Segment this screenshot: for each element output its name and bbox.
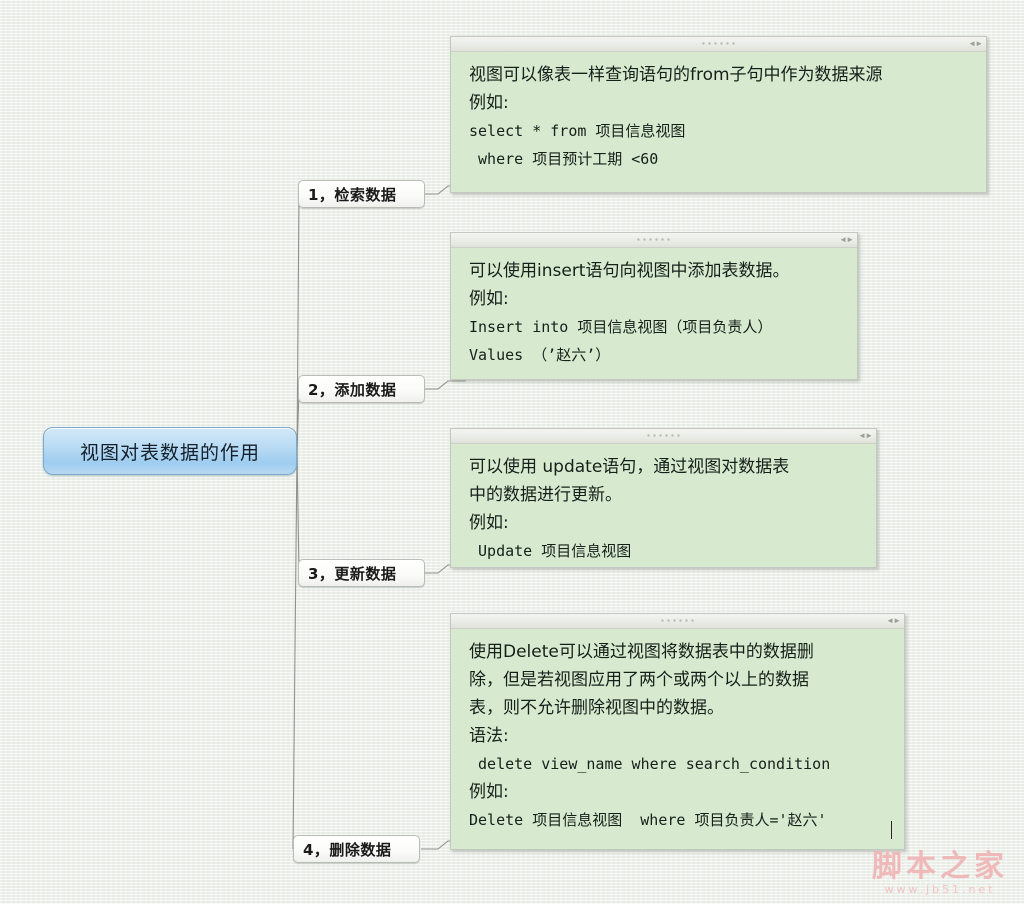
watermark-url: www.jb51.net: [884, 883, 996, 896]
resize-handle-icon[interactable]: ◄►: [858, 431, 873, 440]
note-line: Insert into 项目信息视图（项目负责人）: [469, 318, 773, 336]
note-box-1-body: 视图可以像表一样查询语句的from子句中作为数据来源 例如: select * …: [451, 52, 986, 192]
note-box-2-body: 可以使用insert语句向视图中添加表数据。 例如: Insert into 项…: [451, 248, 857, 379]
note-box-3-header[interactable]: ◄►: [451, 429, 876, 444]
watermark: 脚本之家 www.jb51.net: [872, 849, 1008, 897]
grip-dots-icon: [637, 237, 671, 243]
branch-node-4-label: 4，删除数据: [303, 840, 392, 859]
note-line: 例如:: [469, 782, 509, 802]
note-line: Delete 项目信息视图 where 项目负责人='赵六': [469, 811, 827, 829]
watermark-title: 脚本之家: [872, 849, 1008, 884]
note-line: Values （’赵六’）: [469, 346, 611, 364]
note-box-3-body: 可以使用 update语句，通过视图对数据表 中的数据进行更新。 例如: Upd…: [451, 444, 876, 567]
edge-branch-2-to-note: [425, 380, 466, 390]
branch-node-3[interactable]: 3，更新数据: [298, 559, 425, 587]
branch-node-1-label: 1，检索数据: [308, 185, 397, 204]
resize-handle-icon[interactable]: ◄►: [968, 39, 983, 48]
branch-node-4[interactable]: 4，删除数据: [293, 835, 420, 863]
note-line: delete view_name where search_condition: [469, 755, 831, 773]
resize-handle-icon[interactable]: ◄►: [886, 616, 901, 625]
note-line: 表，则不允许删除视图中的数据。: [469, 698, 724, 718]
note-box-4[interactable]: ◄► 使用Delete可以通过视图将数据表中的数据删 除，但是若视图应用了两个或…: [450, 613, 905, 850]
note-line: 除，但是若视图应用了两个或两个以上的数据: [469, 670, 809, 690]
grip-dots-icon: [646, 433, 681, 439]
note-line: 视图可以像表一样查询语句的from子句中作为数据来源: [469, 65, 883, 85]
note-line: 例如:: [469, 513, 509, 533]
branch-node-1[interactable]: 1，检索数据: [298, 180, 425, 208]
text-caret: [891, 821, 892, 839]
note-box-2-header[interactable]: ◄►: [451, 233, 857, 248]
note-line: 例如:: [469, 93, 509, 113]
resize-handle-icon[interactable]: ◄►: [839, 235, 854, 244]
note-box-1[interactable]: ◄► 视图可以像表一样查询语句的from子句中作为数据来源 例如: select…: [450, 36, 987, 193]
note-line: 中的数据进行更新。: [469, 485, 622, 505]
note-box-4-header[interactable]: ◄►: [451, 614, 904, 629]
root-node[interactable]: 视图对表数据的作用: [43, 427, 297, 475]
edge-root-to-branch-1: [296, 194, 300, 452]
note-box-1-header[interactable]: ◄►: [451, 37, 986, 52]
note-line: 可以使用 update语句，通过视图对数据表: [469, 457, 790, 477]
note-line: Update 项目信息视图: [469, 542, 632, 560]
edge-root-to-branch-4: [292, 450, 298, 850]
note-line: 语法:: [469, 726, 509, 746]
branch-node-2-label: 2，添加数据: [308, 380, 397, 399]
edge-root-to-branch-3: [296, 450, 300, 574]
note-box-2[interactable]: ◄► 可以使用insert语句向视图中添加表数据。 例如: Insert int…: [450, 232, 858, 380]
note-line: 例如:: [469, 289, 509, 309]
note-line: select * from 项目信息视图: [469, 122, 686, 140]
root-node-label: 视图对表数据的作用: [79, 441, 260, 464]
grip-dots-icon: [660, 618, 695, 624]
note-line: where 项目预计工期 <60: [469, 150, 659, 168]
note-box-3[interactable]: ◄► 可以使用 update语句，通过视图对数据表 中的数据进行更新。 例如: …: [450, 428, 877, 568]
branch-node-2[interactable]: 2，添加数据: [298, 375, 425, 403]
note-line: 使用Delete可以通过视图将数据表中的数据删: [469, 642, 814, 662]
note-line: 可以使用insert语句向视图中添加表数据。: [469, 261, 790, 281]
grip-dots-icon: [701, 41, 736, 47]
note-box-4-body: 使用Delete可以通过视图将数据表中的数据删 除，但是若视图应用了两个或两个以…: [451, 629, 904, 849]
branch-node-3-label: 3，更新数据: [308, 564, 397, 583]
